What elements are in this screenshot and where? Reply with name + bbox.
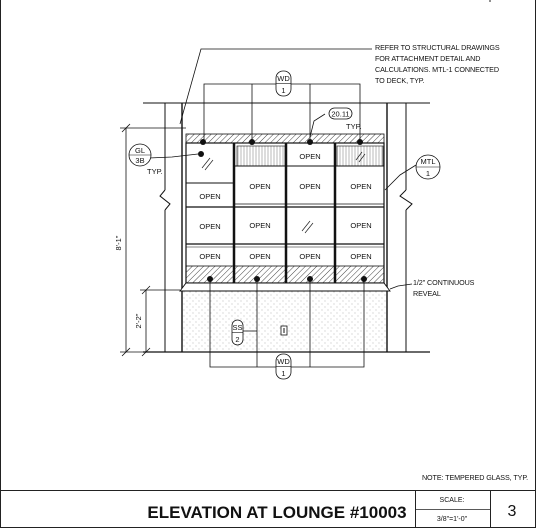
svg-text:SS: SS xyxy=(232,323,242,332)
svg-text:FOR ATTACHMENT DETAIL AND: FOR ATTACHMENT DETAIL AND xyxy=(375,54,480,63)
svg-text:REFER TO STRUCTURAL DRAWINGS: REFER TO STRUCTURAL DRAWINGS xyxy=(375,43,500,52)
cell-label: OPEN xyxy=(249,182,270,191)
svg-text:TO DECK, TYP.: TO DECK, TYP. xyxy=(375,76,425,85)
svg-text:WD: WD xyxy=(277,74,290,83)
cell-label: OPEN xyxy=(350,182,371,191)
svg-text:1: 1 xyxy=(281,86,285,95)
svg-text:1/2" CONTINUOUS: 1/2" CONTINUOUS xyxy=(413,278,475,287)
svg-text:1: 1 xyxy=(426,169,430,178)
cell-label: OPEN xyxy=(299,252,320,261)
detail-ref-tag: 20.11 TYP. xyxy=(328,107,362,131)
dim-overall-height: 8'-1" xyxy=(114,235,123,250)
mtl-tag: MTL 1 xyxy=(415,154,441,180)
svg-text:1: 1 xyxy=(281,369,285,378)
svg-text:20.11: 20.11 xyxy=(331,110,349,119)
sheet-number: 3 xyxy=(508,503,517,520)
ss-tag: SS 2 xyxy=(231,319,244,346)
scale-value: 3/8"=1'-0" xyxy=(437,516,468,523)
svg-text:GL: GL xyxy=(135,146,145,155)
dimension-lines xyxy=(120,123,186,357)
structural-note: REFER TO STRUCTURAL DRAWINGS FOR ATTACHM… xyxy=(375,43,500,85)
wd-tag-bottom: WD 1 xyxy=(275,353,292,380)
general-note: NOTE: TEMPERED GLASS, TYP. xyxy=(422,473,528,482)
cell-label: OPEN xyxy=(350,221,371,230)
svg-text:2: 2 xyxy=(235,335,239,344)
cell-label: OPEN xyxy=(199,252,220,261)
base-cabinet xyxy=(179,282,391,353)
gl-tag: GL 3B TYP. xyxy=(128,143,163,176)
dim-base-height: 2'-2" xyxy=(134,313,143,328)
svg-text:3B: 3B xyxy=(135,156,144,165)
svg-text:MTL: MTL xyxy=(421,157,436,166)
wd-tag-top: WD 1 xyxy=(275,70,292,97)
scale-label: SCALE: xyxy=(440,497,465,504)
svg-text:CALCULATIONS. MTL-1 CONNECTED: CALCULATIONS. MTL-1 CONNECTED xyxy=(375,65,499,74)
cell-label: OPEN xyxy=(249,221,270,230)
svg-text:TYP.: TYP. xyxy=(147,167,163,176)
drawing-title: ELEVATION AT LOUNGE #10003 xyxy=(147,503,406,522)
cell-label: OPEN xyxy=(249,252,270,261)
cell-label: OPEN xyxy=(299,152,320,161)
svg-text:TYP.: TYP. xyxy=(346,122,362,131)
svg-text:WD: WD xyxy=(277,357,290,366)
cell-label: OPEN xyxy=(350,252,371,261)
cell-label: OPEN xyxy=(299,182,320,191)
svg-text:REVEAL: REVEAL xyxy=(413,289,441,298)
cell-label: OPEN xyxy=(199,222,220,231)
cell-label: OPEN xyxy=(199,192,220,201)
reveal-note: 1/2" CONTINUOUS REVEAL xyxy=(413,278,475,298)
